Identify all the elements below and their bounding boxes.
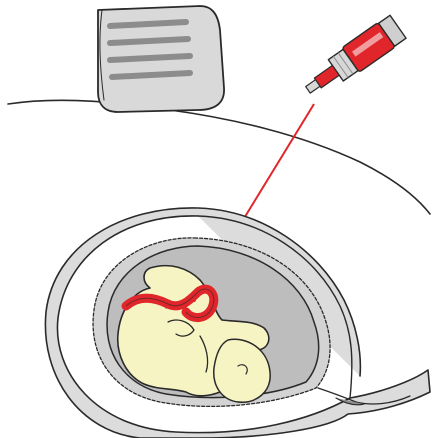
abdomen-outline	[8, 100, 430, 214]
needle-tip	[192, 298, 196, 302]
ultrasound-transducer-icon	[98, 6, 224, 112]
syringe-icon	[299, 14, 406, 102]
